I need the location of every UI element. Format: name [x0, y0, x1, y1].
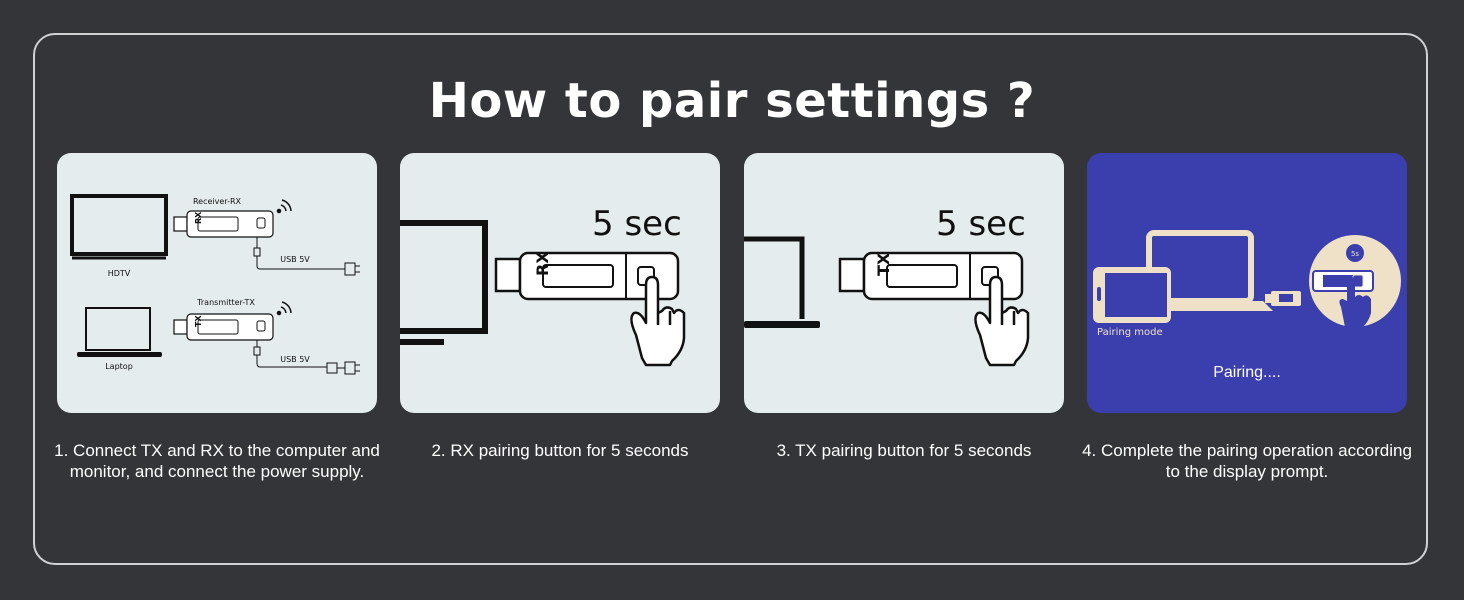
content-frame — [33, 33, 1428, 565]
timer-label: 5 sec — [936, 204, 1026, 244]
tx-dongle-small — [1265, 291, 1301, 306]
usb-label-bottom: USB 5V — [280, 355, 310, 364]
tx-mark: TX — [194, 315, 203, 327]
receiver-label: Receiver-RX — [193, 197, 242, 206]
page-title: How to pair settings ? — [428, 73, 1036, 129]
usb-cable-top — [253, 237, 360, 276]
laptop-icon — [744, 236, 820, 328]
finger-press-icon — [630, 275, 686, 367]
step-1-caption: 1. Connect TX and RX to the computer and… — [54, 441, 380, 481]
tx-mark: TX — [874, 252, 893, 276]
step-2-caption: 2. RX pairing button for 5 seconds — [431, 441, 689, 460]
step-3-illustration: 5 sec TX — [744, 153, 1064, 413]
wifi-icon — [276, 199, 292, 214]
rx-mark: RX — [533, 251, 552, 276]
usb-label-top: USB 5V — [280, 255, 310, 264]
pairing-status: Pairing.... — [1213, 364, 1281, 381]
transmitter-dongle — [173, 313, 274, 341]
tx-dongle — [838, 251, 1024, 301]
step-4-caption: 4. Complete the pairing operation accord… — [1082, 441, 1412, 481]
tablet-icon — [1093, 267, 1171, 323]
laptop-label: Laptop — [105, 362, 133, 371]
receiver-dongle — [173, 210, 274, 238]
zoom-timer: 5s — [1351, 250, 1359, 258]
laptop-icon — [77, 307, 162, 357]
rx-dongle — [494, 251, 680, 301]
zoom-circle: 5s — [1309, 235, 1401, 327]
pairing-mode-label: Pairing mode — [1097, 327, 1163, 338]
rx-mark: RX — [194, 211, 203, 224]
transmitter-label: Transmitter-TX — [196, 298, 255, 307]
step-3-caption: 3. TX pairing button for 5 seconds — [776, 441, 1032, 460]
hdtv-label: HDTV — [108, 269, 131, 278]
usb-cable-bottom — [253, 340, 360, 375]
finger-press-icon — [974, 275, 1030, 367]
timer-label: 5 sec — [592, 204, 682, 244]
hdtv-icon — [70, 194, 168, 260]
monitor-icon — [400, 220, 488, 345]
step-2-illustration: 5 sec RX — [400, 153, 720, 413]
wifi-icon — [276, 301, 292, 316]
step-1-illustration: HDTV Receiver-RX RX USB 5V Lapt — [57, 153, 377, 413]
step-4-illustration: Pairing mode 5s Pairing.... — [1087, 153, 1407, 413]
